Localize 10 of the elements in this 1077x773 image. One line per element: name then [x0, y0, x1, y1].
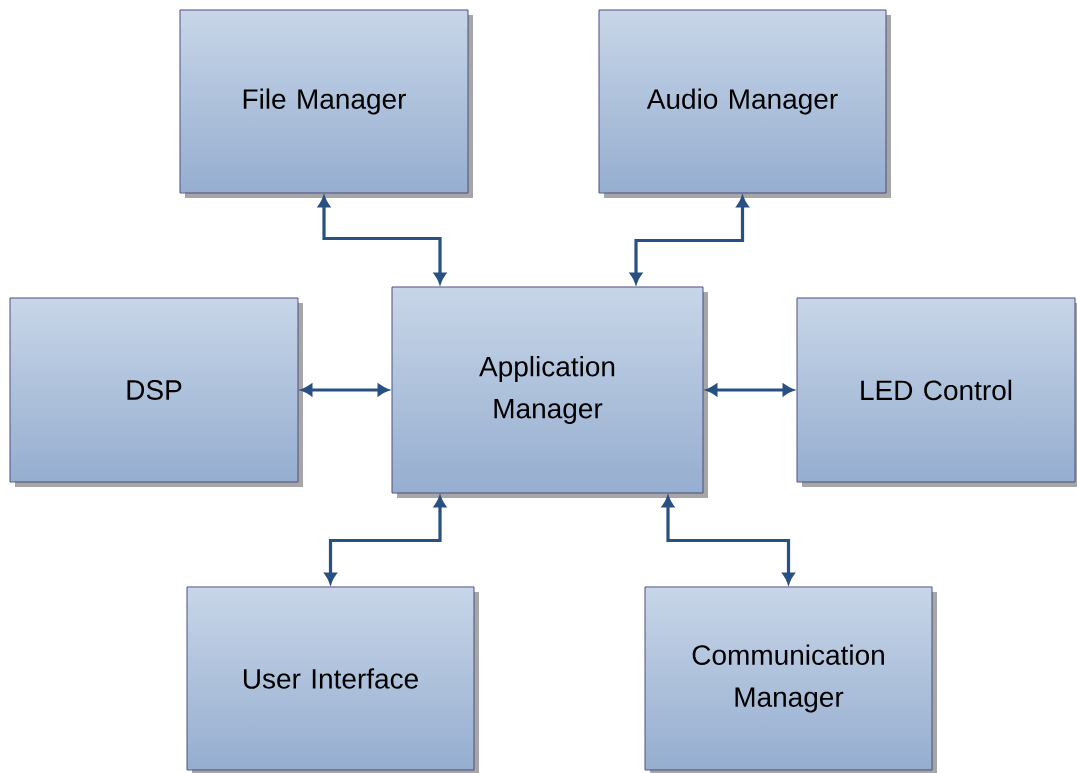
arrow [301, 384, 389, 396]
arrow [318, 196, 446, 284]
process-box: File Manager [179, 9, 473, 198]
process-box: Audio Manager [598, 9, 891, 198]
process-box: LED Control [796, 297, 1077, 487]
arrow [706, 384, 794, 396]
process-box: Communication Manager [644, 586, 937, 773]
process-box: Application Manager [391, 286, 708, 498]
process-box: DSP [9, 297, 303, 487]
process-box: User Interface [186, 586, 479, 773]
